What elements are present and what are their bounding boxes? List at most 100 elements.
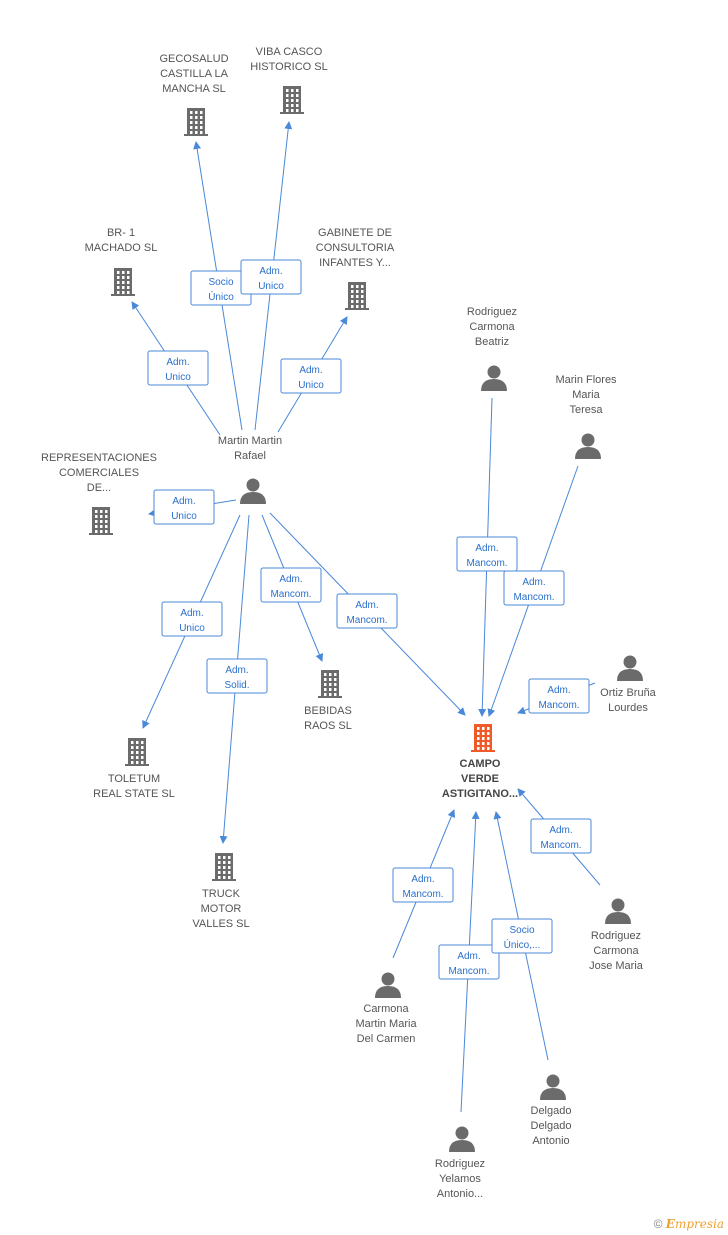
node-label: Martin Maria: [355, 1018, 417, 1030]
edge-rafael-to-truck: Adm.Solid.: [206, 514, 268, 844]
edge-label-text: Adm.: [180, 608, 203, 619]
person-body: [481, 379, 507, 391]
node-label: Antonio...: [437, 1188, 483, 1200]
building-window: [117, 286, 120, 289]
node-label: Antonio: [532, 1135, 569, 1147]
building-window: [228, 871, 231, 874]
building-window: [100, 520, 103, 523]
edge-label-text: Mancom.: [538, 700, 579, 711]
building-window: [334, 673, 337, 676]
building-icon: [212, 853, 236, 881]
building-window: [136, 756, 139, 759]
edge-delgado-to-campo: SocioÚnico,...: [491, 811, 553, 1061]
person-head: [546, 1074, 560, 1088]
node-label: REAL STATE SL: [93, 788, 175, 800]
edge-rafael-to-campo: Adm. Mancom.: [269, 512, 466, 716]
building-window: [131, 756, 134, 759]
edge-beatriz-to-campo: Adm.Mancom.: [456, 397, 518, 717]
building-window: [195, 131, 198, 134]
building-base: [212, 879, 236, 881]
edge-rafael-to-br1: Adm.Unico: [131, 301, 221, 436]
building-window: [356, 285, 359, 288]
building-window: [95, 525, 98, 528]
edge-label-text: Unico: [258, 281, 284, 292]
building-icon: [125, 738, 149, 766]
edge-label-box: [336, 593, 398, 629]
building-window: [334, 678, 337, 681]
person-icon: [481, 365, 507, 391]
node-label: ASTIGITANO...: [442, 788, 518, 800]
edge-rafael-to-bebidas: Adm. Mancom.: [260, 514, 324, 662]
edge-label-text: Unico: [165, 372, 191, 383]
edge-rafael-to-gabinete: Adm.Unico: [277, 316, 348, 433]
node-label: RAOS SL: [304, 720, 352, 732]
building-window: [131, 741, 134, 744]
node-label: Carmona: [363, 1003, 409, 1015]
edge-label-text: Adm.: [457, 951, 480, 962]
person-head: [623, 655, 637, 669]
building-window: [296, 104, 299, 107]
building-window: [324, 683, 327, 686]
edge-label-text: Mancom.: [402, 889, 443, 900]
building-window: [361, 300, 364, 303]
footer-brand: © Empresia: [654, 1217, 724, 1231]
building-window: [117, 271, 120, 274]
person-icon: [375, 972, 401, 998]
building-window: [122, 271, 125, 274]
person-head: [611, 898, 625, 912]
building-window: [324, 678, 327, 681]
building-window: [329, 693, 332, 696]
node-label: GECOSALUD: [159, 53, 228, 65]
building-window: [200, 131, 203, 134]
building-window: [218, 866, 221, 869]
building-window: [95, 530, 98, 533]
building-window: [334, 688, 337, 691]
node-label: BEBIDAS: [304, 705, 352, 717]
node-label: CASTILLA LA: [160, 68, 229, 80]
building-window: [141, 741, 144, 744]
edge-label-box: [528, 678, 590, 714]
building-window: [136, 746, 139, 749]
building-window: [286, 104, 289, 107]
building-window: [361, 285, 364, 288]
building-window: [105, 525, 108, 528]
building-window: [291, 104, 294, 107]
building-base: [184, 134, 208, 136]
building-window: [477, 742, 480, 745]
building-window: [105, 515, 108, 518]
building-window: [356, 305, 359, 308]
person-head: [455, 1126, 469, 1140]
edge-label-box: [503, 570, 565, 606]
edge-yelamos-to-campo: Adm.Mancom.: [438, 811, 500, 1113]
building-window: [200, 126, 203, 129]
edge-label-text: Adm.: [547, 685, 570, 696]
building-window: [477, 727, 480, 730]
node-label: Marin Flores: [555, 374, 617, 386]
node-yelamos: RodriguezYelamosAntonio...: [435, 1126, 485, 1200]
edge-label-box: [530, 818, 592, 854]
edge-label-text: Unico: [298, 380, 324, 391]
building-window: [117, 281, 120, 284]
building-window: [190, 121, 193, 124]
edge-label-text: Adm.: [279, 574, 302, 585]
edge-delcarmen-to-campo: Adm.Mancom.: [392, 809, 456, 959]
building-window: [218, 861, 221, 864]
edge-label-text: Adm.: [172, 496, 195, 507]
building-window: [482, 737, 485, 740]
building-window: [95, 510, 98, 513]
edge-label-text: Unico: [171, 511, 197, 522]
building-base: [89, 533, 113, 535]
building-icon: [471, 724, 495, 752]
building-window: [286, 99, 289, 102]
building-window: [487, 732, 490, 735]
building-window: [136, 761, 139, 764]
node-label: Jose Maria: [589, 960, 644, 972]
person-head: [487, 365, 501, 379]
edge-label-text: Mancom.: [270, 589, 311, 600]
node-label: Rodriguez: [591, 930, 641, 942]
